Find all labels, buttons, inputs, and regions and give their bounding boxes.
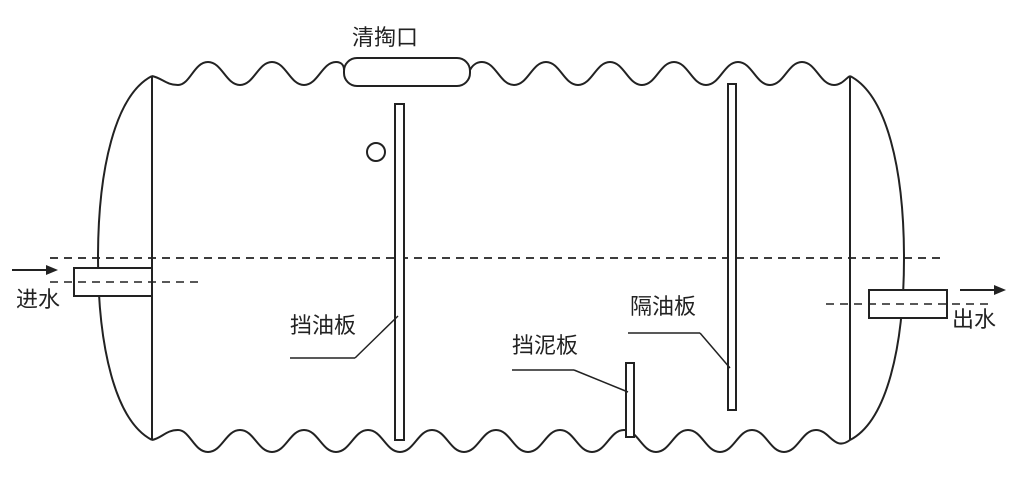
oil-baffle-label: 挡油板: [290, 314, 357, 339]
oil-partition: [727, 83, 737, 411]
cleanout-port: [343, 57, 471, 87]
oil-baffle-leader-diag: [354, 315, 399, 359]
water-inlet-label: 进水: [16, 288, 61, 313]
oil-baffle: [394, 103, 405, 441]
mud-baffle-label: 挡泥板: [512, 334, 579, 359]
tank-bottom-corrugation: [151, 428, 851, 454]
outlet-pipe: [868, 289, 948, 319]
vent-circle: [366, 142, 386, 162]
mud-baffle-leader-diag: [573, 369, 629, 393]
cleanout-port-label: 清掏口: [352, 26, 419, 51]
water-outlet-label: 出水: [952, 308, 997, 333]
mud-baffle: [625, 362, 635, 438]
outlet-arrow-icon: [994, 285, 1006, 295]
oil-partition-leader-diag: [699, 332, 731, 369]
inlet-arrow-icon: [46, 265, 58, 275]
tank-top-corrugation: [151, 60, 851, 87]
oil-partition-label: 隔油板: [630, 295, 697, 320]
